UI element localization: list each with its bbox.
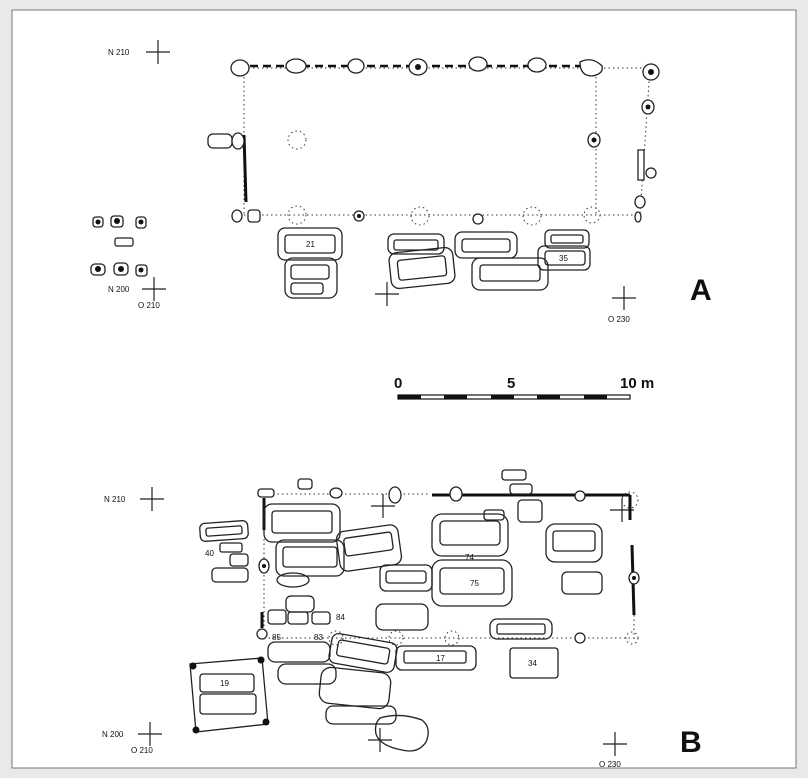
panel-letter-b: B	[680, 726, 702, 759]
grid-label-o230-a: O 230	[608, 315, 630, 324]
scale-label-10: 10 m	[620, 375, 654, 392]
grave-label-84: 84	[336, 613, 345, 622]
grave-label-74: 74	[465, 553, 474, 562]
grid-label-n200-b: N 200	[102, 730, 124, 739]
scale-label-0: 0	[394, 375, 402, 392]
graves-b: 40 74 75	[189, 469, 603, 752]
grid-label-o230-b: O 230	[599, 760, 621, 769]
grave-label-35: 35	[559, 254, 568, 263]
grid-cross-n210-b	[140, 487, 164, 511]
graves-a: 21 35	[277, 227, 591, 299]
panel-letter-a: A	[690, 274, 712, 307]
grave-label-75: 75	[470, 579, 479, 588]
grave-label-17: 17	[436, 654, 445, 663]
grid-cross-n200-a	[142, 277, 166, 301]
grid-label-o210-a: O 210	[138, 301, 160, 310]
grave-label-85: 85	[272, 633, 281, 642]
post-holes-b	[256, 478, 640, 646]
grid-cross-n200-b	[138, 722, 162, 746]
plan-sheet	[11, 9, 797, 769]
grid-cross-o230-b	[603, 732, 627, 756]
grave-label-19: 19	[220, 679, 229, 688]
scale-bar: 0 5 10 m	[394, 375, 654, 400]
grave-label-21: 21	[306, 240, 315, 249]
grid-cross-n210-a	[146, 40, 170, 64]
grid-cross-center-a	[375, 282, 399, 306]
grid-label-n210-b: N 210	[104, 495, 126, 504]
scale-label-5: 5	[507, 375, 515, 392]
grid-label-n200-a: N 200	[108, 285, 130, 294]
post-holes-a	[207, 56, 660, 226]
panel-b: N 210 N 200 O 210 O 230	[102, 469, 702, 769]
grid-cross-o230-a	[612, 286, 636, 310]
grave-label-83: 83	[314, 633, 323, 642]
grid-label-o210-b: O 210	[131, 746, 153, 755]
western-pits-a	[90, 215, 148, 277]
grave-label-40: 40	[205, 549, 214, 558]
grave-label-34: 34	[528, 659, 537, 668]
grid-label-n210-a: N 210	[108, 48, 130, 57]
panel-a: N 210 N 200 O 210 O 230	[90, 40, 712, 324]
